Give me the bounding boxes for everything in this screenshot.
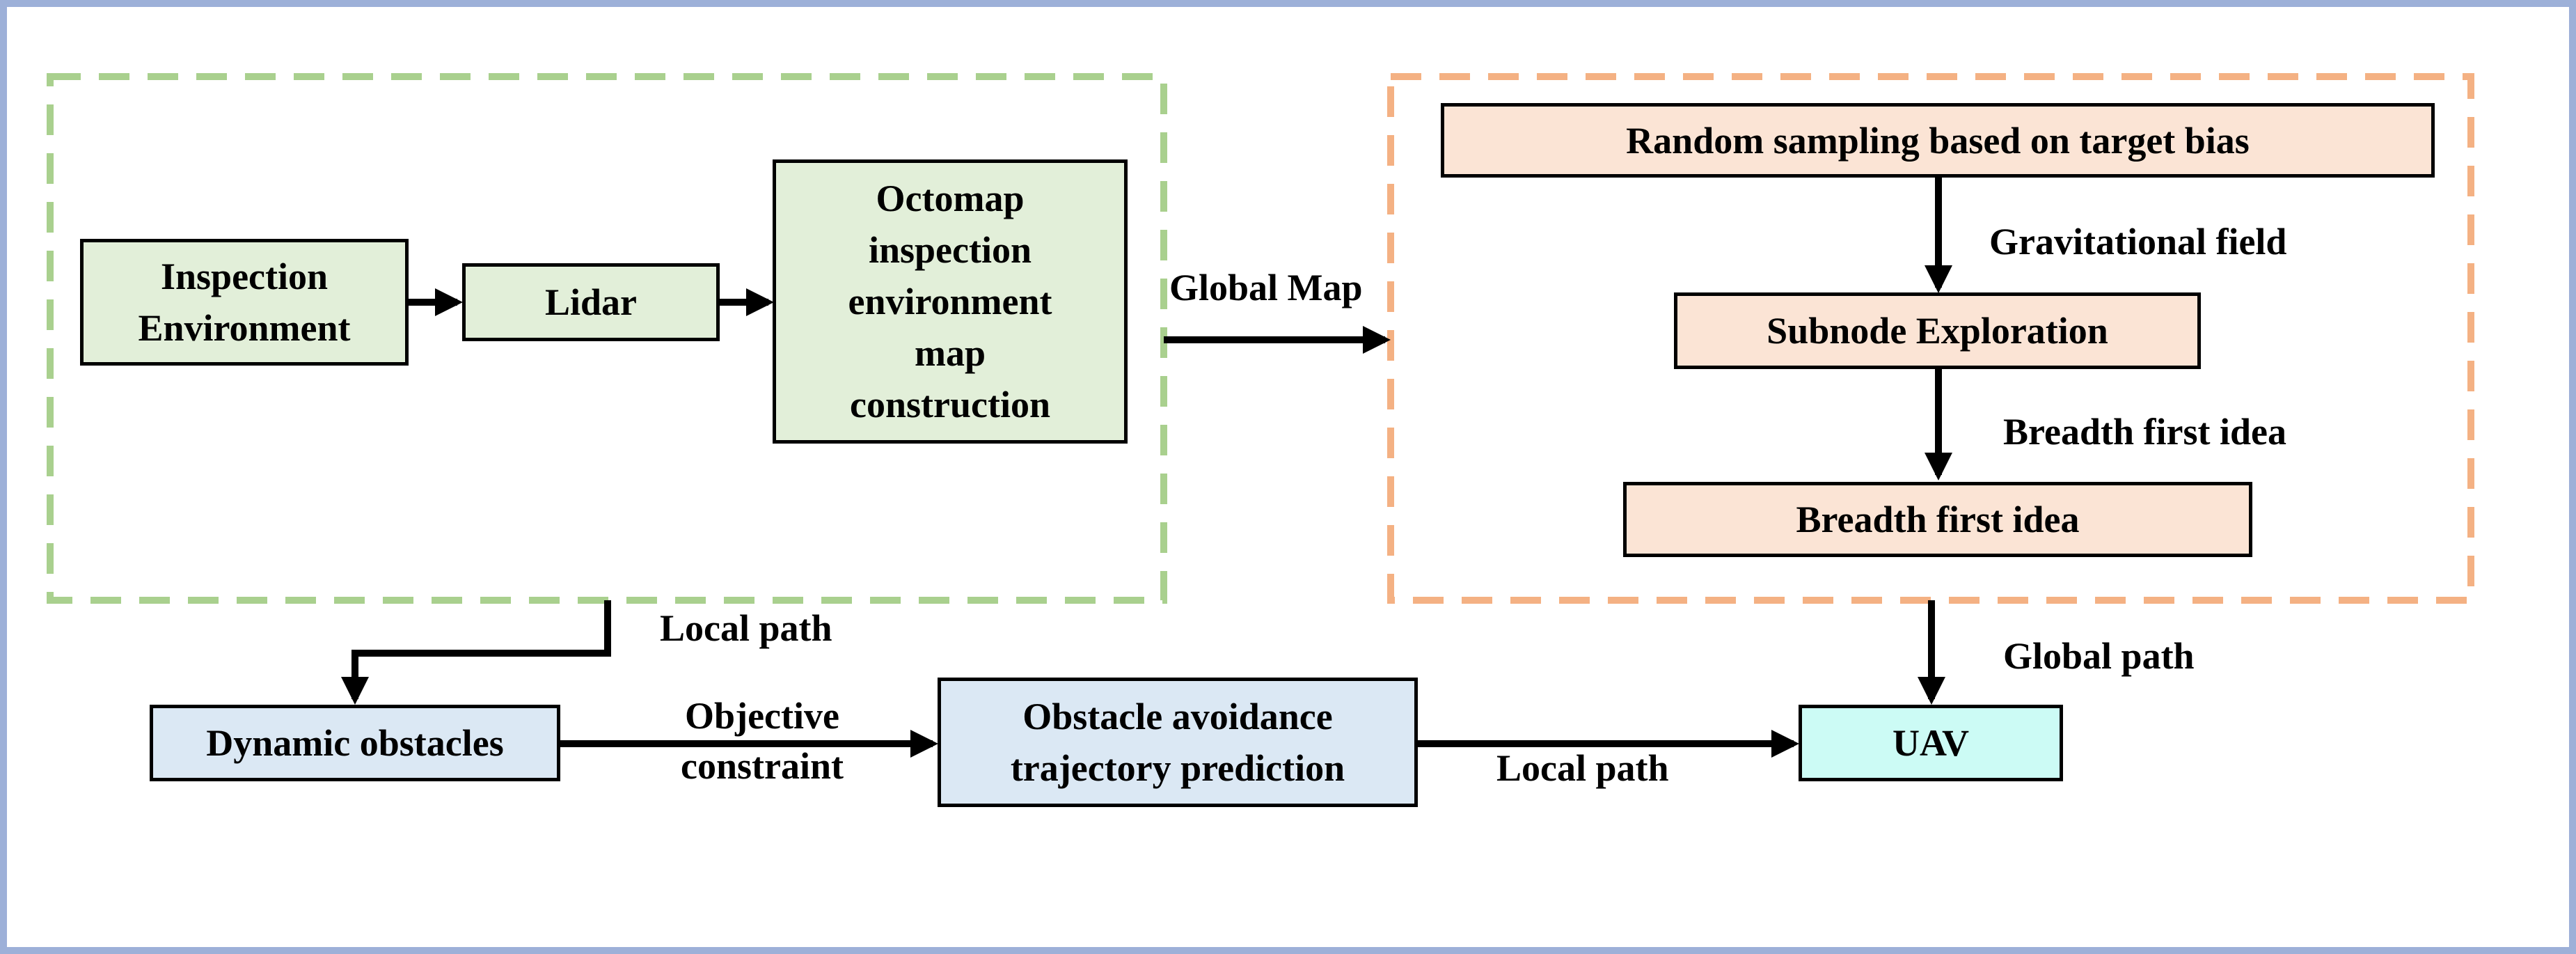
node-obstacle-avoidance: Obstacle avoidance trajectory prediction xyxy=(938,678,1418,807)
node-octomap: Octomap inspection environment map const… xyxy=(773,159,1128,444)
node-lidar: Lidar xyxy=(462,263,720,341)
node-subnode-exploration: Subnode Exploration xyxy=(1674,292,2201,369)
node-inspection-environment: Inspection Environment xyxy=(80,239,409,366)
label-global-map: Global Map xyxy=(1169,267,1363,308)
label-breadth-first-idea: Breadth first idea xyxy=(2003,411,2286,453)
label-gravitational-field: Gravitational field xyxy=(1989,221,2287,263)
label-global-path: Global path xyxy=(2003,635,2195,677)
node-uav: UAV xyxy=(1799,705,2063,781)
label-local-path-top: Local path xyxy=(660,607,832,649)
label-local-path-bottom: Local path xyxy=(1496,747,1669,789)
arrow-local-path-to-dynamic xyxy=(341,600,611,705)
label-objective-constraint: Objective constraint xyxy=(681,695,844,787)
node-dynamic-obstacles: Dynamic obstacles xyxy=(150,705,560,781)
node-breadth-first-idea: Breadth first idea xyxy=(1623,482,2252,557)
node-random-sampling: Random sampling based on target bias xyxy=(1441,103,2435,178)
